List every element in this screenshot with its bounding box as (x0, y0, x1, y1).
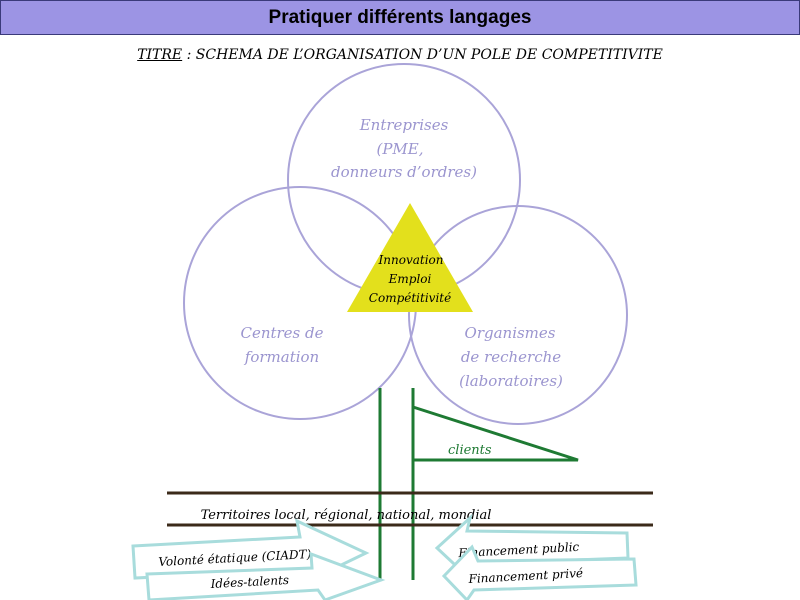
central-triangle (347, 203, 473, 312)
arrow-idees-talents: Idées-talents (145, 551, 386, 600)
header-title: Pratiquer différents langages (268, 6, 532, 28)
entreprises-line-3: donneurs d’ordres) (331, 163, 477, 181)
territories-label: Territoires local, régional, national, m… (201, 508, 492, 523)
arrow-public-label: Financement public (457, 540, 580, 560)
entreprises-line-2: (PME, (376, 140, 423, 158)
header-bar: Pratiquer différents langages (0, 0, 800, 35)
arrow-financement-prive: Financement privé (441, 544, 638, 600)
schema-title: TITRE : SCHEMA DE L’ORGANISATION D’UN PO… (0, 47, 800, 63)
arrow-idees-label: Idées-talents (209, 573, 289, 591)
triangle-innovation: Innovation (378, 253, 444, 267)
centres-line-1: Centres de (240, 324, 323, 342)
organismes-line-1: Organismes (465, 324, 556, 342)
centres-line-2: formation (244, 348, 319, 366)
arrow-prive-label: Financement privé (467, 566, 583, 586)
organismes-line-2: de recherche (461, 348, 561, 366)
clients-flag (412, 405, 579, 462)
triangle-competitivite: Compétitivité (369, 291, 451, 305)
schema-title-text: : SCHEMA DE L’ORGANISATION D’UN POLE DE … (182, 47, 663, 63)
clients-label: clients (448, 443, 492, 458)
organismes-line-3: (laboratoires) (459, 372, 563, 390)
triangle-emploi: Emploi (388, 272, 432, 286)
entreprises-line-1: Entreprises (359, 116, 449, 134)
circle-organismes-recherche (408, 205, 628, 425)
schema-title-label: TITRE (137, 47, 183, 63)
